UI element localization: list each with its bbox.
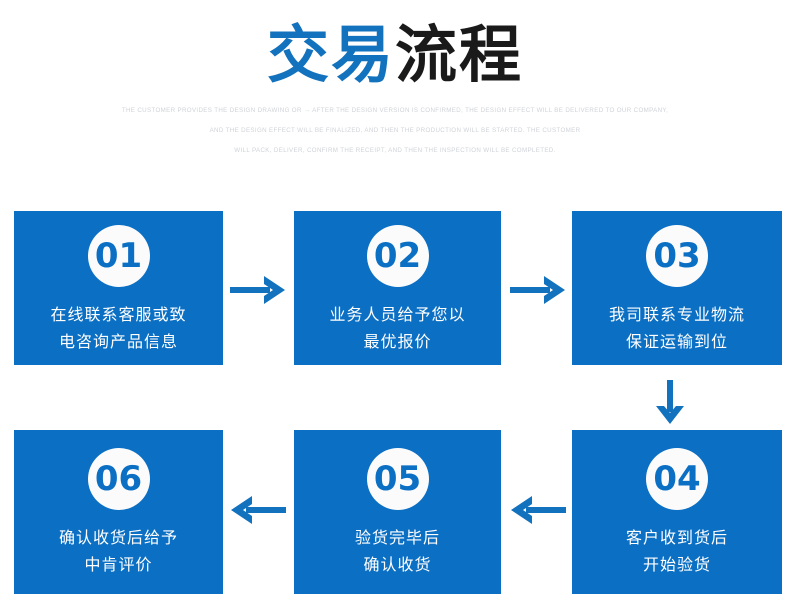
arrow-right-icon: [230, 276, 285, 304]
step-description-04: 客户收到货后 开始验货: [626, 524, 728, 578]
subtitle-line-2: AND THE DESIGN EFFECT WILL BE FINALIZED,…: [209, 127, 581, 135]
subtitle-line-3: WILL PACK, DELIVER, CONFIRM THE RECEIPT,…: [234, 147, 556, 155]
page-title: 交易流程: [0, 0, 790, 87]
step-number-badge-01: 01: [87, 225, 150, 287]
step-description-03: 我司联系专业物流 保证运输到位: [609, 301, 745, 355]
step-card-05[interactable]: 05 验货完毕后 确认收货: [294, 430, 501, 594]
step-description-05-line2: 确认收货: [363, 555, 432, 574]
step-description-05: 验货完毕后 确认收货: [355, 524, 440, 578]
step-card-01[interactable]: 01 在线联系客服或致 电咨询产品信息: [14, 211, 223, 365]
step-number-badge-02: 02: [366, 225, 429, 287]
subtitle-block: THE CUSTOMER PROVIDES THE DESIGN DRAWING…: [0, 87, 790, 161]
arrow-down-icon: [656, 380, 684, 424]
step-number-badge-03: 03: [646, 225, 708, 287]
arrow-left-icon: [231, 496, 286, 524]
step-description-01-line1: 在线联系客服或致: [50, 305, 187, 324]
step-description-04-line1: 客户收到货后: [625, 528, 728, 547]
step-number-badge-04: 04: [646, 448, 708, 510]
step-description-01-line2: 电咨询产品信息: [58, 332, 178, 351]
page-title-accent: 交易: [266, 18, 395, 91]
step-description-02: 业务人员给予您以 最优报价: [329, 301, 465, 355]
step-description-02-line1: 业务人员给予您以: [329, 305, 466, 324]
step-card-03[interactable]: 03 我司联系专业物流 保证运输到位: [572, 211, 782, 365]
step-description-03-line1: 我司联系专业物流: [608, 305, 745, 324]
arrow-right-icon: [510, 276, 565, 304]
subtitle-line-1: THE CUSTOMER PROVIDES THE DESIGN DRAWING…: [121, 107, 669, 115]
arrow-left-icon: [511, 496, 566, 524]
page-title-rest: 流程: [395, 18, 524, 91]
step-description-05-line1: 验货完毕后: [354, 528, 440, 547]
step-card-06[interactable]: 06 确认收货后给予 中肯评价: [14, 430, 223, 594]
step-description-06-line1: 确认收货后给予: [58, 528, 178, 547]
step-description-04-line2: 开始验货: [642, 555, 711, 574]
step-description-01: 在线联系客服或致 电咨询产品信息: [50, 301, 186, 355]
header: 交易流程 THE CUSTOMER PROVIDES THE DESIGN DR…: [0, 0, 790, 161]
step-description-03-line2: 保证运输到位: [625, 332, 728, 351]
step-description-06: 确认收货后给予 中肯评价: [59, 524, 178, 578]
step-number-badge-06: 06: [87, 448, 150, 510]
step-description-02-line2: 最优报价: [363, 332, 432, 351]
step-number-badge-05: 05: [366, 448, 429, 510]
step-description-06-line2: 中肯评价: [84, 555, 153, 574]
step-card-04[interactable]: 04 客户收到货后 开始验货: [572, 430, 782, 594]
step-card-02[interactable]: 02 业务人员给予您以 最优报价: [294, 211, 501, 365]
